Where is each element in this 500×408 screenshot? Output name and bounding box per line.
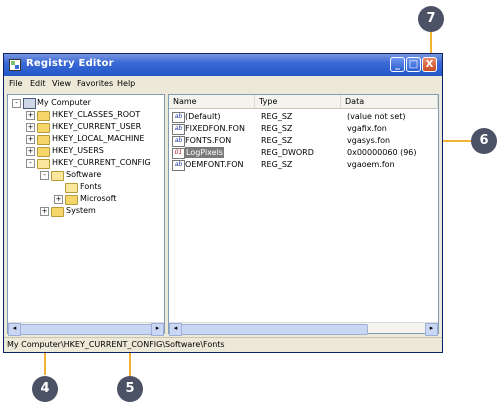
value-row[interactable]: ab FIXEDFON.FON REG_SZ vgafix.fon: [169, 123, 424, 135]
tree-item-label: Software: [66, 170, 102, 179]
window-title: Registry Editor: [26, 58, 114, 69]
folder-icon: [37, 111, 50, 121]
values-pane[interactable]: Name Type Data ab (Default) REG_SZ (valu…: [168, 94, 439, 336]
tree-item-label: My Computer: [37, 98, 91, 107]
value-name: (Default): [185, 112, 221, 121]
status-bar: My Computer\HKEY_CURRENT_CONFIG\Software…: [4, 337, 442, 352]
value-data: (value not set): [347, 112, 406, 121]
value-row-selected[interactable]: 01 LogPixels REG_DWORD 0x00000060 (96): [169, 147, 424, 159]
value-data: 0x00000060 (96): [347, 148, 417, 157]
binary-value-icon: 01: [172, 148, 185, 159]
column-header-name[interactable]: Name: [169, 95, 255, 109]
scroll-right-arrow-icon[interactable]: ▸: [425, 323, 438, 336]
value-row[interactable]: ab (Default) REG_SZ (value not set): [169, 111, 424, 123]
value-name: FIXEDFON.FON: [185, 124, 245, 133]
value-row[interactable]: ab FONTS.FON REG_SZ vgasys.fon: [169, 135, 424, 147]
collapse-icon[interactable]: -: [40, 171, 49, 180]
menu-edit[interactable]: Edit: [30, 79, 46, 88]
value-type: REG_SZ: [261, 160, 293, 169]
callout-6: 6: [471, 128, 497, 154]
expand-icon[interactable]: +: [54, 195, 63, 204]
value-name: LogPixels: [185, 147, 224, 158]
value-row[interactable]: ab OEMFONT.FON REG_SZ vgaoem.fon: [169, 159, 424, 171]
title-bar[interactable]: Registry Editor _ □ X: [4, 54, 442, 76]
folder-icon: [65, 195, 78, 205]
callout-7: 7: [418, 6, 444, 32]
menu-help[interactable]: Help: [117, 79, 136, 88]
value-data: vgafix.fon: [347, 124, 387, 133]
value-type: REG_SZ: [261, 124, 293, 133]
menu-bar: File Edit View Favorites Help: [4, 76, 442, 93]
scroll-right-arrow-icon[interactable]: ▸: [151, 323, 164, 336]
value-data: vgaoem.fon: [347, 160, 395, 169]
tree-item-label: HKEY_CURRENT_USER: [52, 122, 142, 131]
value-name: OEMFONT.FON: [185, 160, 244, 169]
column-header-data[interactable]: Data: [341, 95, 438, 109]
tree-horizontal-scrollbar[interactable]: ◂ ▸: [8, 322, 164, 336]
tree-item-label: Microsoft: [80, 194, 117, 203]
scroll-thumb[interactable]: [20, 324, 152, 335]
tree-item-label: HKEY_LOCAL_MACHINE: [52, 134, 145, 143]
column-header-type[interactable]: Type: [255, 95, 341, 109]
value-type: REG_SZ: [261, 136, 293, 145]
pane-splitter[interactable]: [165, 94, 168, 334]
minimize-button[interactable]: _: [390, 57, 405, 72]
collapse-icon[interactable]: -: [26, 159, 35, 168]
open-folder-icon: [65, 183, 78, 193]
callout-7-line: [430, 28, 432, 64]
value-data: vgasys.fon: [347, 136, 391, 145]
folder-icon: [37, 147, 50, 157]
computer-icon: [23, 98, 36, 109]
values-horizontal-scrollbar[interactable]: ◂ ▸: [169, 322, 438, 336]
tree-item-label: HKEY_CURRENT_CONFIG: [52, 158, 151, 167]
registry-app-icon: [9, 59, 21, 71]
menu-view[interactable]: View: [52, 79, 71, 88]
string-value-icon: ab: [172, 124, 185, 135]
tree-item-label: Fonts: [80, 182, 102, 191]
collapse-icon[interactable]: -: [12, 99, 21, 108]
open-folder-icon: [37, 159, 50, 169]
tree-item-label: HKEY_USERS: [52, 146, 104, 155]
expand-icon[interactable]: +: [40, 207, 49, 216]
string-value-icon: ab: [172, 112, 185, 123]
expand-icon[interactable]: +: [26, 111, 35, 120]
registry-editor-window: Registry Editor _ □ X File Edit View Fav…: [3, 53, 443, 353]
callout-5: 5: [117, 376, 143, 402]
folder-icon: [37, 123, 50, 133]
folder-icon: [51, 207, 64, 217]
maximize-button[interactable]: □: [406, 57, 421, 72]
value-name: FONTS.FON: [185, 136, 232, 145]
menu-favorites[interactable]: Favorites: [77, 79, 114, 88]
string-value-icon: ab: [172, 160, 185, 171]
value-type: REG_SZ: [261, 112, 293, 121]
open-folder-icon: [51, 171, 64, 181]
value-type: REG_DWORD: [261, 148, 314, 157]
close-button[interactable]: X: [422, 57, 437, 72]
folder-icon: [37, 135, 50, 145]
scroll-thumb[interactable]: [181, 324, 368, 335]
tree-item-label: HKEY_CLASSES_ROOT: [52, 110, 141, 119]
expand-icon[interactable]: +: [26, 135, 35, 144]
expand-icon[interactable]: +: [26, 123, 35, 132]
tree-item-label: System: [66, 206, 96, 215]
callout-6-line: [421, 140, 473, 142]
expand-icon[interactable]: +: [26, 147, 35, 156]
callout-4: 4: [32, 376, 58, 402]
key-tree-pane[interactable]: - My Computer + HKEY_CLASSES_ROOT + HKEY…: [7, 94, 165, 336]
string-value-icon: ab: [172, 136, 185, 147]
menu-file[interactable]: File: [9, 79, 23, 88]
